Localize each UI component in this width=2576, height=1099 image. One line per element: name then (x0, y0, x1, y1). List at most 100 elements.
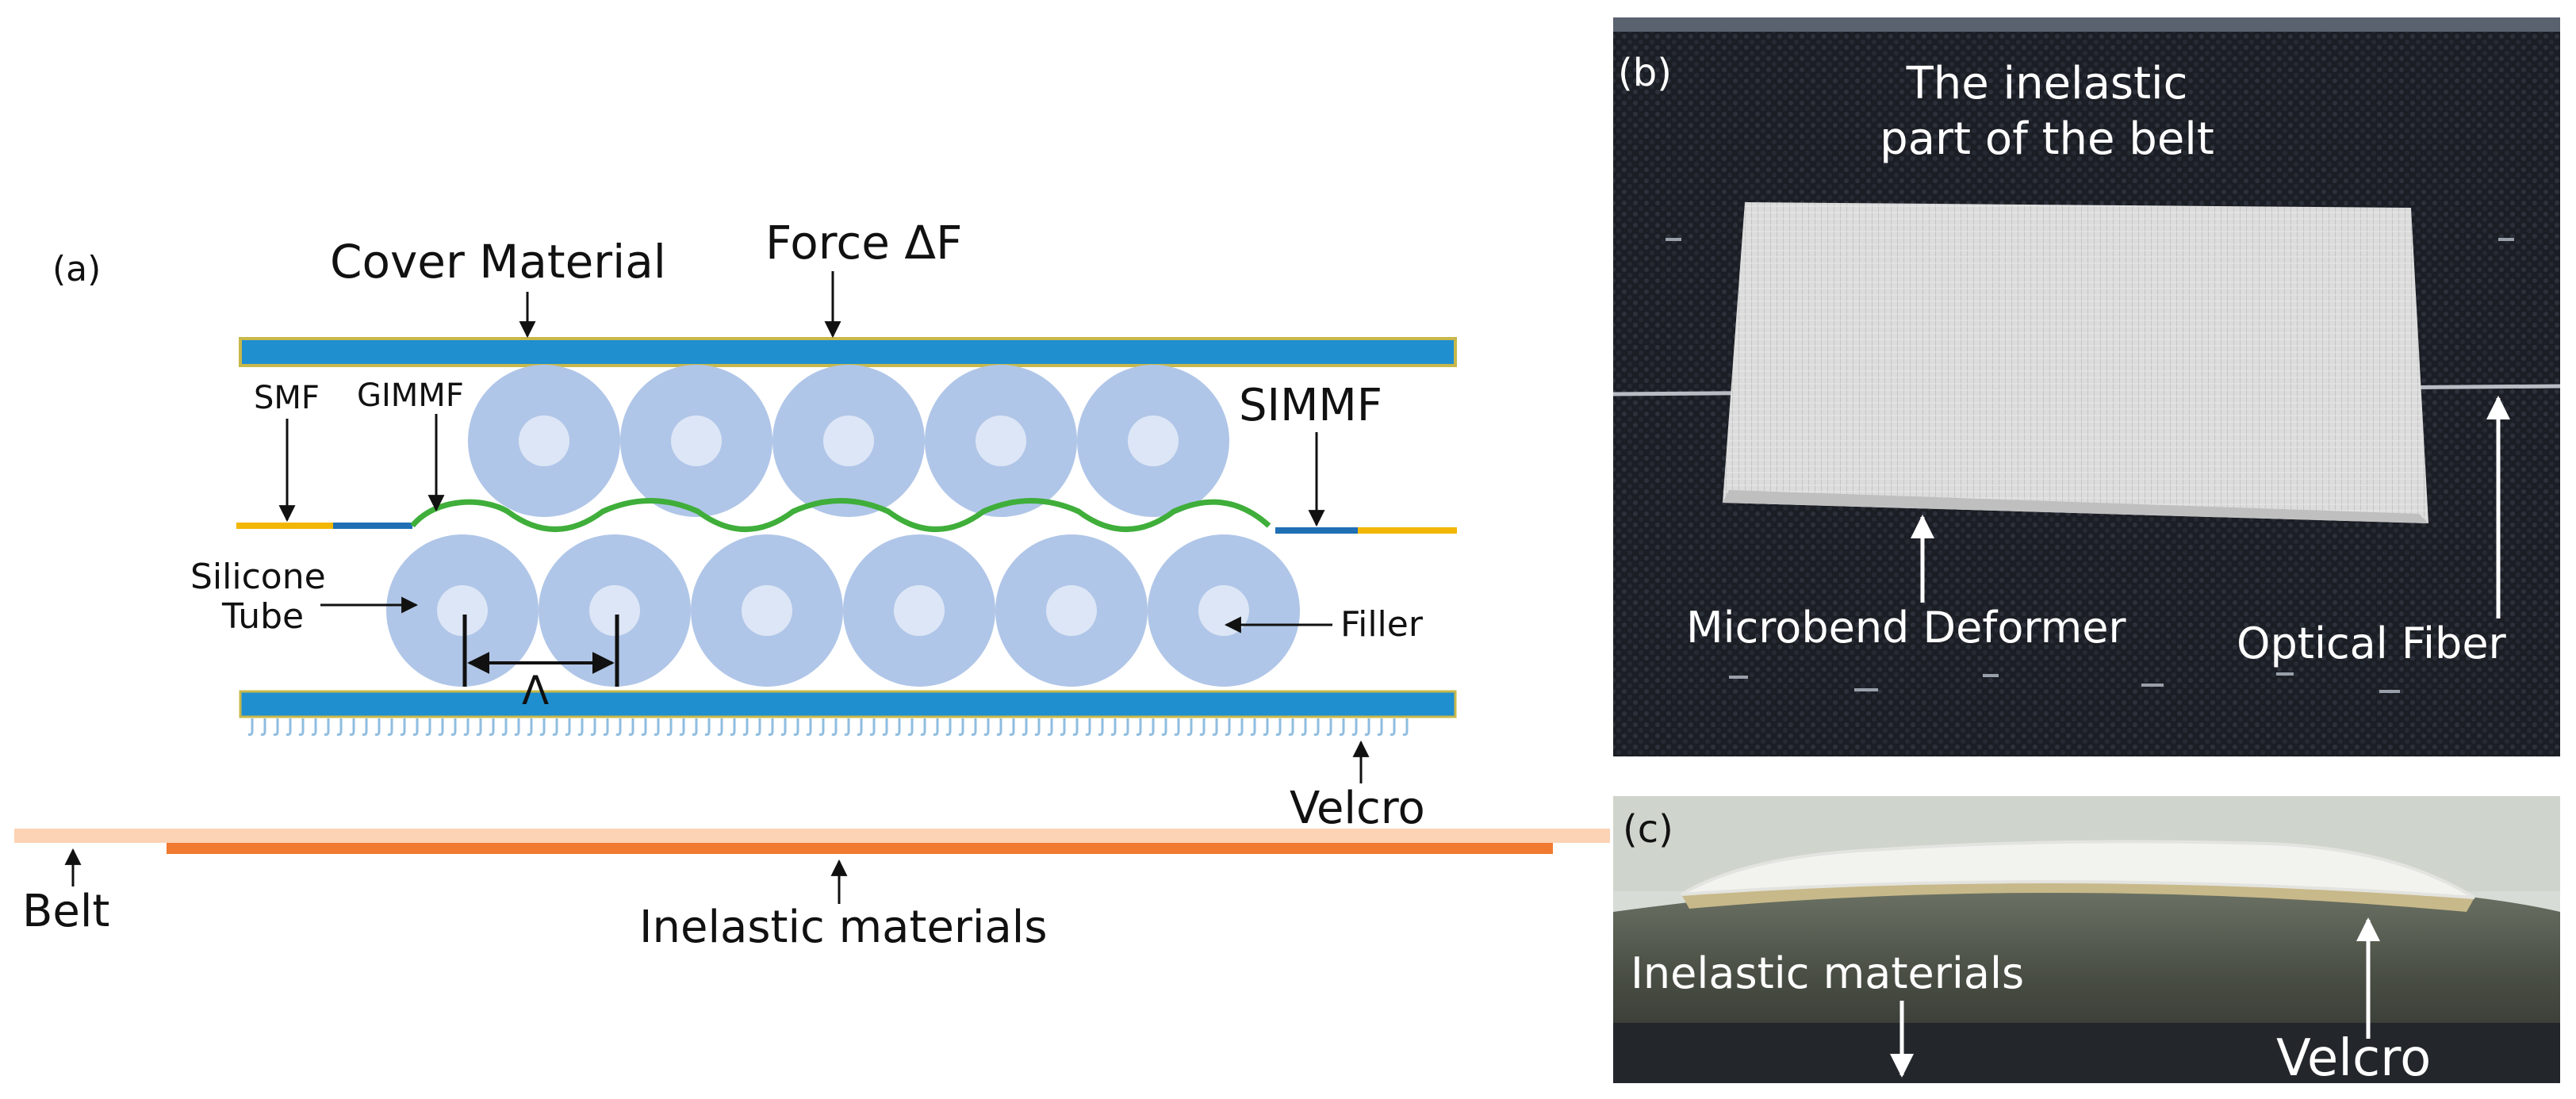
velcro-hook (501, 718, 508, 736)
velcro-hook (260, 718, 266, 736)
velcro-hook (755, 718, 761, 736)
panel-c-tag: (c) (1623, 807, 1673, 852)
velcro-hook (857, 718, 863, 736)
microbend-deformer-label: Microbend Deformer (1686, 603, 2126, 653)
silicone-tube-label: Silicone (190, 557, 326, 597)
velcro-hook (971, 718, 977, 736)
upper-tube-row (468, 365, 1229, 517)
velcro-hook (476, 718, 482, 736)
white-fibers (1680, 840, 2476, 899)
inelastic-materials-strip (167, 843, 1553, 854)
velcro-hook (641, 718, 647, 736)
velcro-hook (1237, 718, 1244, 736)
velcro-hook (1110, 718, 1117, 736)
velcro-hook (514, 718, 520, 736)
velcro-hook (1161, 718, 1167, 736)
period-label: Λ (522, 668, 549, 714)
filler (589, 585, 640, 636)
velcro-hook (1072, 718, 1079, 736)
velcro-hook (882, 718, 888, 736)
velcro-hook (1136, 718, 1142, 736)
velcro-hooks (247, 718, 1409, 736)
panel-b-tag: (b) (1618, 51, 1672, 95)
velcro-hook (1085, 718, 1091, 736)
velcro-hook (552, 718, 558, 736)
velcro-hook (1339, 718, 1345, 736)
velcro-hook (362, 718, 368, 736)
velcro-hook (1225, 718, 1231, 736)
belt-label: Belt (22, 886, 109, 937)
fabric-specks (1666, 238, 2514, 693)
velcro-hook (730, 718, 736, 736)
velcro-hook (780, 718, 787, 736)
velcro-hook (286, 718, 292, 736)
velcro-hook (387, 718, 393, 736)
velcro-hook (742, 718, 749, 736)
velcro-hook (450, 718, 457, 736)
velcro-hook (945, 718, 952, 736)
top-cover-plate (239, 337, 1457, 367)
filler-label: Filler (1340, 604, 1424, 645)
filler (1128, 415, 1179, 466)
deformer-fold (1723, 490, 2428, 523)
velcro-hook (438, 718, 444, 736)
velcro-hook (1174, 718, 1180, 736)
velcro-hook (666, 718, 673, 736)
velcro-hook (577, 718, 584, 736)
velcro-hook (831, 718, 838, 736)
velcro-hook (1351, 718, 1358, 736)
inelastic-materials-photo-label: Inelastic materials (1631, 948, 2024, 998)
velcro-hook (1199, 718, 1206, 736)
velcro-hook (400, 718, 406, 736)
velcro-hook (692, 718, 698, 736)
filler (671, 415, 722, 466)
velcro-hook (1034, 718, 1041, 736)
velcro-hook (425, 718, 431, 736)
velcro-hook (895, 718, 901, 736)
velcro-hook (1402, 718, 1409, 736)
panel-a: (a) (14, 216, 1610, 953)
velcro-hook (1250, 718, 1256, 736)
velcro-hook (983, 718, 990, 736)
filler (894, 585, 945, 636)
velcro-hook (615, 718, 622, 736)
velcro-hook (768, 718, 774, 736)
velcro-hook (958, 718, 964, 736)
panel-b-title-line2: part of the belt (1880, 113, 2214, 165)
filler (742, 585, 792, 636)
velcro-hook (489, 718, 495, 736)
velcro-hook (1123, 718, 1129, 736)
velcro-hook (704, 718, 711, 736)
velcro-hook (565, 718, 571, 736)
smf-label: SMF (254, 380, 320, 416)
velcro-hook (1098, 718, 1104, 736)
velcro-hook (463, 718, 470, 736)
bottom-cover-plate (239, 690, 1457, 718)
microbent-fiber (410, 498, 1271, 532)
velcro-hook (349, 718, 355, 736)
panel-c: (c) Inelastic materials Velcro (1613, 796, 2560, 1088)
velcro-hook (1377, 718, 1383, 736)
velcro-hook (412, 718, 419, 736)
velcro-hook (818, 718, 825, 736)
simmf-label: SIMMF (1239, 380, 1382, 431)
velcro-hook (374, 718, 381, 736)
panel-b: (b) The inelastic part of the belt Micro… (1612, 17, 2561, 756)
velcro-hook (527, 718, 533, 736)
velcro-hook (1186, 718, 1193, 736)
velcro-hook (907, 718, 914, 736)
velcro-hook (869, 718, 876, 736)
velcro-hook (1390, 718, 1396, 736)
velcro-hook (1313, 718, 1320, 736)
filler (976, 415, 1026, 466)
velcro-hook (933, 718, 939, 736)
velcro-hook (996, 718, 1002, 736)
gimmf-label: GIMMF (357, 377, 464, 414)
velcro-hook (1364, 718, 1370, 736)
velcro-hook (1022, 718, 1028, 736)
velcro-hook (1060, 718, 1066, 736)
velcro-hook (336, 718, 343, 736)
silicone-tube-label-line2: Tube (221, 596, 304, 637)
velcro-hook (247, 718, 254, 736)
